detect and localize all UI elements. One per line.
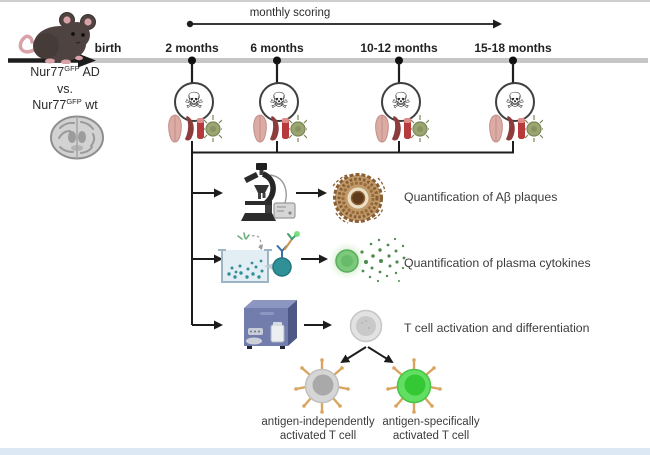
skull-crossbones-icon: ☠ <box>174 82 214 122</box>
spleen-icon <box>392 116 401 141</box>
timepoint-label-15-18-months: 15-18 months <box>474 41 552 55</box>
outcome-independent-line2: activated T cell <box>279 430 357 442</box>
outcome-independent-line1: antigen-independently <box>261 416 375 428</box>
readout-plaques-label: Quantification of Aβ plaques <box>404 190 558 204</box>
bottom-border <box>0 448 650 455</box>
outcome-label-independent: antigen-independently activated T cell <box>238 415 398 443</box>
microglia-icon <box>524 115 543 142</box>
readout-tcell-label: T cell activation and differentiation <box>404 321 590 335</box>
microglia-icon <box>288 115 307 142</box>
skull-glyph: ☠ <box>391 89 411 114</box>
cohort-line2: vs. <box>57 81 73 96</box>
monthly-scoring-label: monthly scoring <box>249 7 331 19</box>
readout-cytokines-label: Quantification of plasma cytokines <box>404 256 591 270</box>
branch-arrows <box>192 188 394 364</box>
t-cell-sample-icon <box>349 309 383 343</box>
blood-tube-icon <box>518 118 525 139</box>
flow-cytometer-icon <box>244 300 297 349</box>
t-cell-green-icon <box>386 358 442 414</box>
cohort-label: Nur77GFP AD vs. Nur77GFP wt <box>10 64 120 114</box>
mouse-icon <box>18 12 96 64</box>
t-cell-gray-icon <box>294 358 350 414</box>
skull-crossbones-icon: ☠ <box>259 82 299 122</box>
outcome-specific-line1: antigen-specifically <box>382 416 480 428</box>
skull-glyph: ☠ <box>269 89 289 114</box>
outcome-label-specific: antigen-specifically activated T cell <box>356 415 506 443</box>
spleen-icon <box>270 116 279 141</box>
organ-sample-set <box>489 114 543 143</box>
organ-sample-set <box>168 114 222 143</box>
spleen-icon <box>506 116 515 141</box>
skull-glyph: ☠ <box>505 89 525 114</box>
assay-beaker <box>221 250 269 283</box>
skull-crossbones-icon: ☠ <box>381 82 421 122</box>
top-border <box>0 0 650 2</box>
microglia-icon <box>410 115 429 142</box>
assay-beads <box>227 259 264 279</box>
activated-cell-glow-icon <box>328 242 366 280</box>
microglia-icon <box>203 115 222 142</box>
blood-tube-icon <box>282 118 289 139</box>
organ-sample-set <box>253 114 307 143</box>
cohort-line3: Nur77GFP wt <box>32 97 98 113</box>
skull-crossbones-icon: ☠ <box>495 82 535 122</box>
cytokine-molecule-icon <box>237 232 250 240</box>
spleen-icon <box>185 116 194 141</box>
skull-glyph: ☠ <box>184 89 204 114</box>
microscope-controller-box <box>273 202 296 219</box>
cytokine-assay-icon <box>218 231 300 283</box>
timepoint-label-6-months: 6 months <box>250 41 304 55</box>
cytokine-dots <box>360 237 406 283</box>
brain-mri-icon <box>50 115 104 160</box>
collection-bracket <box>191 141 514 325</box>
timepoint-stems <box>188 56 517 84</box>
timeline-bar <box>86 58 648 63</box>
outcome-specific-line2: activated T cell <box>392 430 470 442</box>
timepoint-label-10-12-months: 10-12 months <box>360 41 438 55</box>
cohort-line1: Nur77GFP AD <box>30 64 100 80</box>
microscope-icon <box>241 163 296 221</box>
timepoint-label-2-months: 2 months <box>165 41 219 55</box>
organ-sample-set <box>375 114 429 143</box>
blood-tube-icon <box>404 118 411 139</box>
capture-bead <box>272 257 292 277</box>
blood-tube-icon <box>197 118 204 139</box>
amyloid-plaque-icon <box>332 173 386 224</box>
timeline-birth-label: birth <box>94 41 122 55</box>
